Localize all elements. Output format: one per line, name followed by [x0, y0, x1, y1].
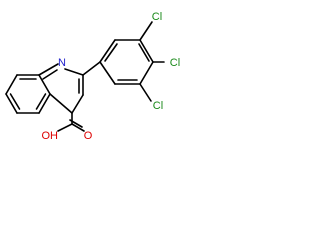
- bond: [38, 74, 51, 95]
- bond: [57, 123, 73, 132]
- molecule-drawing: N Cl Cl Cl OH O: [5, 11, 180, 142]
- carboxyl-group: [57, 112, 85, 132]
- bond: [139, 39, 154, 63]
- bond: [5, 93, 18, 114]
- bond: [64, 68, 84, 76]
- atom-oxygen: O: [84, 130, 93, 142]
- aryl-ring: [99, 39, 154, 85]
- cl-bond: [139, 21, 153, 41]
- bond: [5, 74, 18, 95]
- aryl-link-bond: [82, 61, 101, 76]
- pyridine-ring: [38, 63, 84, 114]
- atom-hydroxyl: OH: [42, 130, 59, 142]
- bond: [71, 94, 84, 114]
- double-bond-inner: [35, 93, 47, 110]
- double-bond-inner: [104, 43, 118, 62]
- atom-chlorine-bottom: Cl: [153, 100, 163, 112]
- atom-chlorine-middle: Cl: [170, 57, 180, 69]
- double-bond-inner: [42, 69, 58, 80]
- bond: [99, 61, 116, 85]
- bond: [99, 39, 116, 63]
- benzo-ring: [5, 74, 51, 114]
- bond: [49, 93, 73, 114]
- structure-diagram: N Cl Cl Cl OH O: [0, 0, 192, 145]
- atom-chlorine-top: Cl: [152, 11, 162, 23]
- double-bond-inner: [138, 43, 150, 62]
- cl-bond: [139, 83, 152, 102]
- double-bond-inner: [69, 119, 83, 128]
- atom-nitrogen: N: [58, 57, 66, 69]
- bond: [71, 123, 85, 132]
- bond: [38, 93, 51, 114]
- double-bond-inner: [9, 93, 21, 110]
- bond: [38, 63, 59, 76]
- bond: [139, 61, 154, 85]
